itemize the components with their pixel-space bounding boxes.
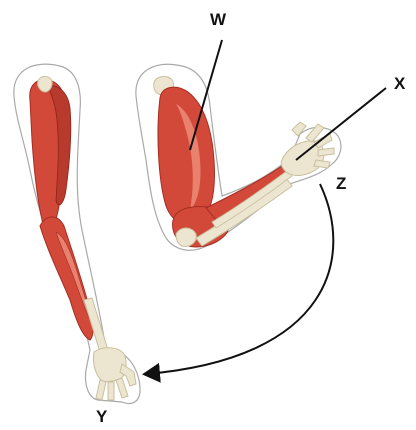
straight-arm-shoulder-bone bbox=[38, 76, 52, 92]
label-y: Y bbox=[96, 407, 108, 426]
label-x: X bbox=[394, 74, 406, 93]
bent-arm bbox=[136, 64, 341, 250]
bent-arm-elbow-bone bbox=[176, 228, 196, 246]
label-z: Z bbox=[336, 174, 346, 193]
straight-arm bbox=[14, 64, 140, 403]
label-w: W bbox=[210, 10, 227, 29]
